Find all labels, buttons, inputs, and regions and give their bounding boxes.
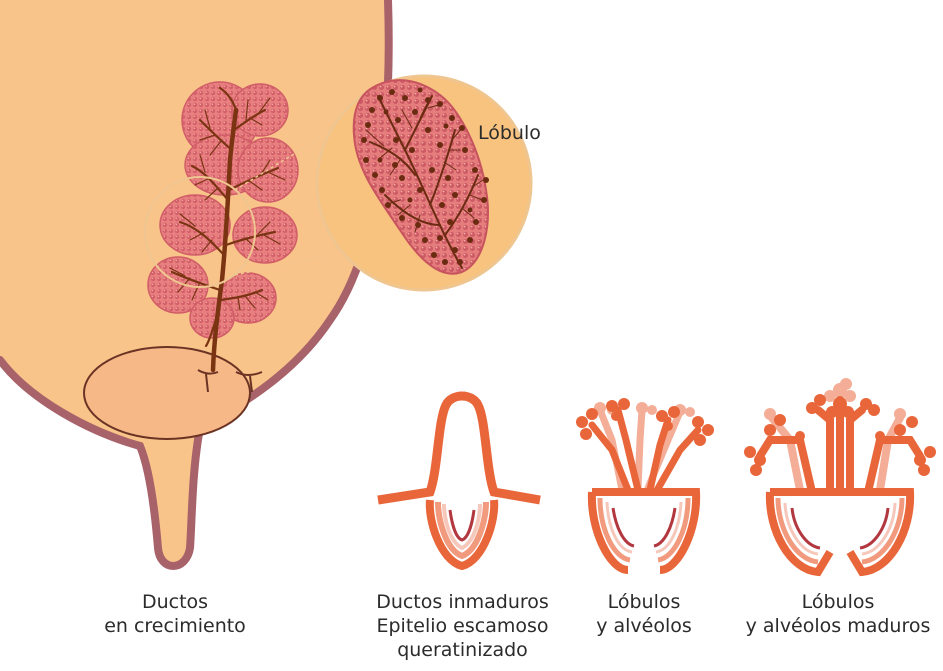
lobule-cluster bbox=[160, 195, 230, 255]
stage-mature-lobules bbox=[744, 378, 936, 572]
stage3-label: Lóbulos y alvéolos bbox=[574, 590, 714, 638]
stage2-label-line1: Ductos inmaduros bbox=[355, 590, 570, 614]
stage4-label-line1: Lóbulos bbox=[738, 590, 938, 614]
duct-outer-wall bbox=[378, 396, 540, 500]
stage1-label-line1: Ductos bbox=[70, 590, 280, 614]
duct-cup-core bbox=[450, 510, 474, 540]
stage2-label: Ductos inmaduros Epitelio escamoso quera… bbox=[355, 590, 570, 662]
lobule-callout-label: Lóbulo bbox=[478, 121, 541, 145]
stage-immature-duct bbox=[378, 396, 540, 566]
mature-cup-inner bbox=[785, 503, 895, 554]
mature-cup-core bbox=[792, 508, 888, 548]
stage1-label-line2: en crecimiento bbox=[70, 614, 280, 638]
lobule-cup-core bbox=[613, 508, 675, 546]
stage3-label-line2: y alvéolos bbox=[574, 614, 714, 638]
mature-cup-light bbox=[778, 498, 902, 562]
stage2-label-line2: Epitelio escamoso bbox=[355, 614, 570, 638]
stage4-label: Lóbulos y alvéolos maduros bbox=[738, 590, 938, 638]
areola bbox=[84, 347, 250, 439]
stage-lobules-alveoli bbox=[576, 398, 714, 570]
stage4-label-line2: y alvéolos maduros bbox=[738, 614, 938, 638]
stage2-label-line3: queratinizado bbox=[355, 638, 570, 662]
stage1-label: Ductos en crecimiento bbox=[70, 590, 280, 638]
lobule-cluster bbox=[232, 84, 288, 136]
stage3-label-line1: Lóbulos bbox=[574, 590, 714, 614]
